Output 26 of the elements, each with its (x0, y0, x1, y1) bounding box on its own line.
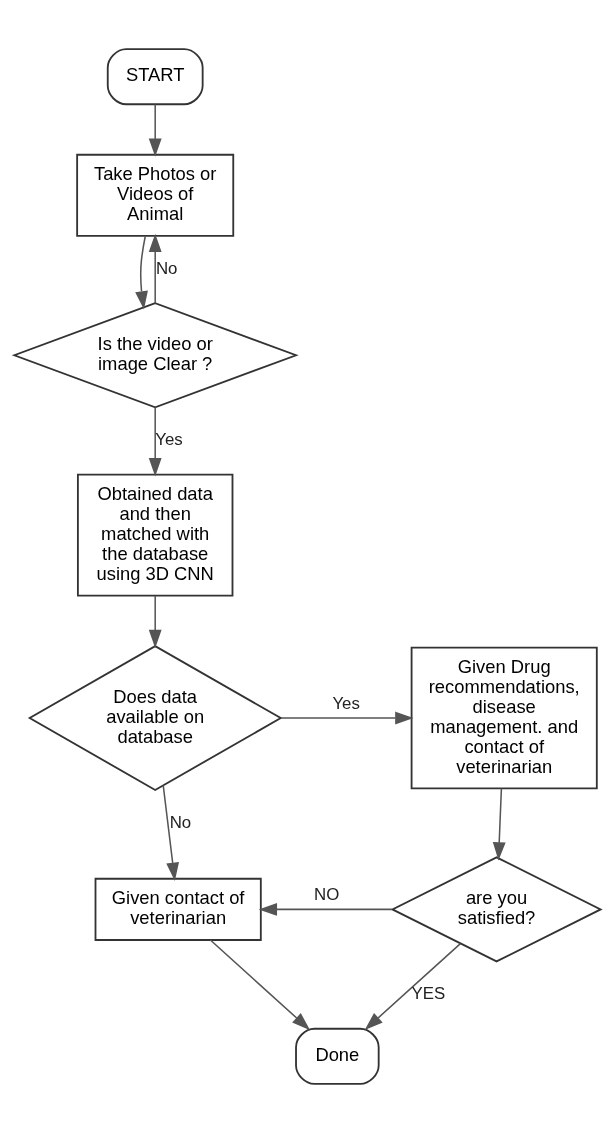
arrow (148, 233, 162, 304)
arrow (148, 406, 162, 477)
edge-label: Yes (155, 430, 183, 450)
arrow (148, 595, 162, 649)
edge-label: No (155, 258, 178, 278)
node-box: Done (295, 1027, 380, 1085)
node-box: Given contact of veterinarian (94, 877, 262, 941)
node-box: Given Drug recommendations, disease management. and contact of veterinarian (410, 646, 598, 790)
node-diamond: Does data available on database (27, 645, 283, 792)
arrow (364, 942, 462, 1031)
node-diamond: are you satisfied? (390, 856, 603, 963)
node-box: START (106, 48, 204, 106)
edge-label: NO (314, 884, 340, 904)
node-box: Obtained data and then matched with the database using 3D CNN (76, 473, 234, 597)
edge-label: YES (411, 984, 446, 1004)
arrow (492, 787, 506, 861)
edge-label: Yes (332, 693, 360, 713)
edge-label: No (169, 812, 192, 832)
arrow (209, 939, 311, 1031)
arrow (280, 711, 414, 725)
node-diamond: Is the video or image Clear ? (11, 302, 299, 409)
arrow (258, 902, 393, 916)
arrow (148, 103, 162, 157)
arrow (162, 784, 180, 881)
node-box: Take Photos or Videos of Animal (76, 153, 235, 237)
arrow (135, 235, 148, 310)
